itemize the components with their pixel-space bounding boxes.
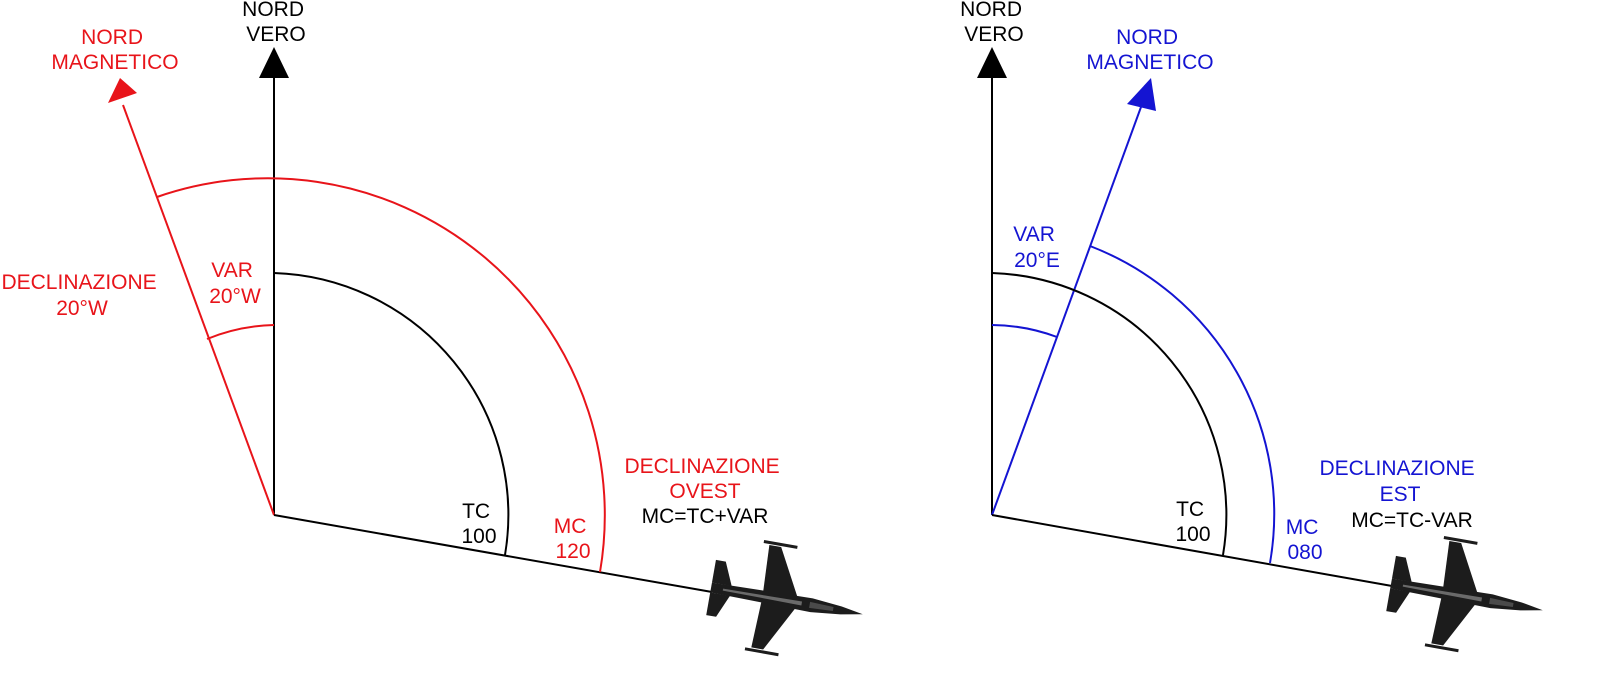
declination-type-label: DECLINAZIONE OVEST	[624, 455, 785, 503]
fighter-jet-icon	[701, 532, 873, 670]
mc-arc	[156, 177, 606, 573]
true-north-arrowhead	[259, 47, 289, 78]
magnetic-north-arrowhead	[108, 78, 137, 103]
true-north-label: NORD VERO	[960, 0, 1028, 46]
formula-label: MC=TC+VAR	[642, 505, 769, 528]
west-panel: NORD VERO NORD MAGNETICO DECLINAZIONE 20…	[1, 0, 873, 670]
tc-label: TC 100	[461, 500, 496, 548]
fighter-jet-icon	[1381, 528, 1553, 666]
declination-value-label: DECLINAZIONE 20°W	[1, 271, 162, 320]
true-north-arrowhead	[977, 47, 1007, 78]
true-north-label: NORD VERO	[242, 0, 310, 46]
tc-label: TC 100	[1175, 498, 1210, 546]
course-line	[991, 514, 1393, 587]
course-line	[273, 514, 713, 593]
formula-label: MC=TC-VAR	[1351, 509, 1473, 532]
var-arc	[991, 324, 1058, 338]
mc-label: MC 120	[554, 515, 593, 563]
tc-arc	[273, 272, 510, 556]
var-label: VAR 20°W	[209, 259, 261, 308]
tc-arc	[991, 272, 1228, 556]
mc-arc	[1089, 245, 1276, 564]
magnetic-north-label: NORD MAGNETICO	[1086, 26, 1213, 74]
magnetic-north-line	[122, 104, 275, 516]
var-label: VAR 20°E	[1013, 223, 1060, 272]
mc-label: MC 080	[1286, 516, 1325, 564]
magnetic-north-label: NORD MAGNETICO	[51, 26, 178, 74]
var-arc	[206, 324, 275, 340]
magnetic-north-arrowhead	[1127, 78, 1156, 111]
declination-type-label: DECLINAZIONE EST	[1319, 457, 1480, 506]
east-panel: NORD VERO NORD MAGNETICO VAR 20°E TC 100…	[960, 0, 1553, 666]
magnetic-north-line	[991, 106, 1142, 516]
